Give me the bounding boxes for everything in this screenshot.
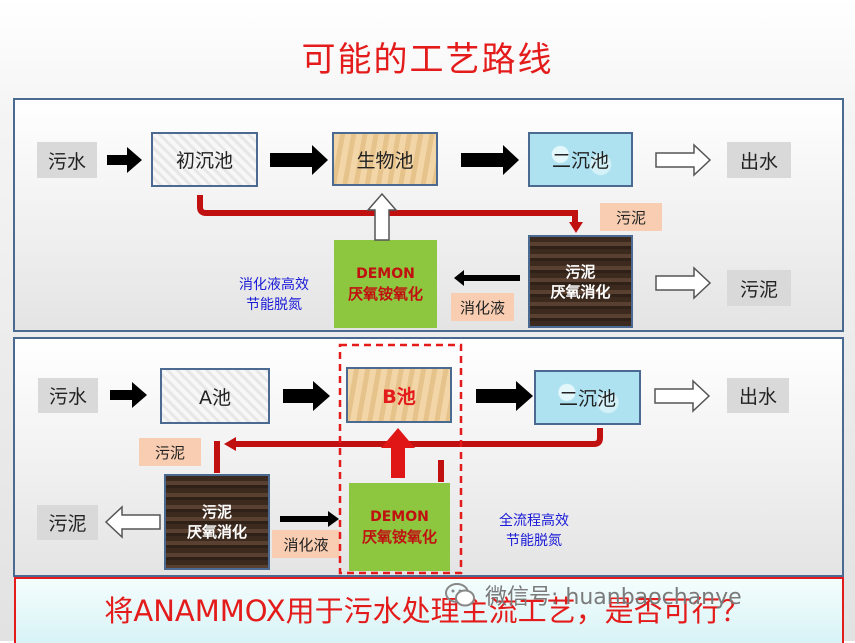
bottom-effluent-label: 出水	[727, 378, 789, 413]
top-up-arrow-demon-to-bio	[366, 192, 398, 241]
bottom-red-arrowhead	[224, 437, 236, 451]
top-note-line1: 消化液高效	[239, 277, 309, 293]
bottom-demon-line2: 厌氧铵氧化	[361, 528, 437, 546]
bottom-note: 全流程高效 节能脱氮	[478, 511, 590, 551]
top-arrow-primary-to-bio	[270, 145, 328, 175]
top-sludge-tag: 污泥	[600, 203, 662, 231]
conclusion-bar	[14, 577, 844, 643]
top-arrow-digestate	[454, 270, 520, 286]
bottom-arrow-sludge-out	[104, 505, 161, 539]
top-bio-tank: 生物池	[332, 132, 438, 186]
bottom-a-tank: A池	[160, 368, 270, 424]
bottom-demon-reactor: DEMON 厌氧铵氧化	[349, 483, 450, 571]
bottom-b-tank: B池	[346, 367, 452, 423]
top-arrow-sludge-out	[655, 266, 712, 300]
bottom-digester-line1: 污泥	[201, 503, 232, 521]
top-demon-line1: DEMON	[356, 266, 415, 282]
top-arrow-sewage-to-primary	[107, 147, 142, 173]
top-sewage-label: 污水	[37, 142, 97, 178]
watermark: 微信号: huanbaochanye	[445, 578, 840, 612]
wechat-icon	[445, 583, 475, 607]
bottom-sludge-digester: 污泥 厌氧消化	[164, 474, 270, 570]
top-secondary-clarifier: 二沉池	[528, 132, 633, 187]
bottom-note-line2: 节能脱氮	[506, 533, 562, 549]
top-sludge-digester: 污泥 厌氧消化	[528, 235, 633, 328]
top-digester-line2: 厌氧消化	[550, 282, 611, 301]
slide-title: 可能的工艺路线	[301, 40, 554, 80]
bottom-sludge-out-label: 污泥	[37, 505, 98, 540]
bottom-digestate-tag: 消化液	[272, 530, 340, 558]
bottom-arrow-digestate	[280, 511, 339, 527]
bottom-sewage-label: 污水	[38, 378, 98, 413]
bottom-red-line	[234, 428, 603, 447]
bottom-b-tank-label: B池	[382, 385, 416, 408]
watermark-text: 微信号: huanbaochanye	[485, 585, 742, 610]
top-arrow-bio-to-secondary	[461, 145, 519, 175]
conclusion-text: 将ANAMMOX用于污水处理主流工艺，是否可行？	[104, 594, 750, 628]
top-primary-clarifier: 初沉池	[151, 132, 258, 187]
top-digester-line1: 污泥	[565, 262, 596, 281]
top-digestate-tag: 消化液	[451, 293, 514, 321]
top-red-arrowhead	[569, 222, 583, 233]
bottom-digester-line2: 厌氧消化	[186, 523, 247, 541]
bottom-arrow-b-to-secondary	[476, 381, 533, 411]
top-red-line	[197, 195, 578, 223]
top-note: 消化液高效 节能脱氮	[218, 275, 330, 315]
bottom-demon-line1: DEMON	[370, 509, 429, 525]
bottom-arrow-a-to-b	[283, 381, 330, 411]
top-effluent-label: 出水	[727, 142, 791, 178]
bottom-secondary-clarifier: 二沉池	[534, 370, 641, 425]
top-note-line2: 节能脱氮	[246, 297, 302, 313]
bottom-arrow-effluent-outline	[654, 379, 711, 413]
bottom-note-line1: 全流程高效	[499, 513, 569, 529]
bottom-arrow-sewage-to-a	[110, 382, 147, 408]
bottom-sludge-tag: 污泥	[139, 438, 201, 466]
top-demon-line2: 厌氧铵氧化	[347, 285, 423, 303]
top-sludge-out-label: 污泥	[727, 270, 791, 306]
top-arrow-effluent-outline	[655, 143, 712, 177]
bottom-up-arrow-demon-to-b	[381, 428, 415, 478]
top-demon-reactor: DEMON 厌氧铵氧化	[334, 240, 437, 328]
highlight-dashed-box	[338, 343, 463, 575]
